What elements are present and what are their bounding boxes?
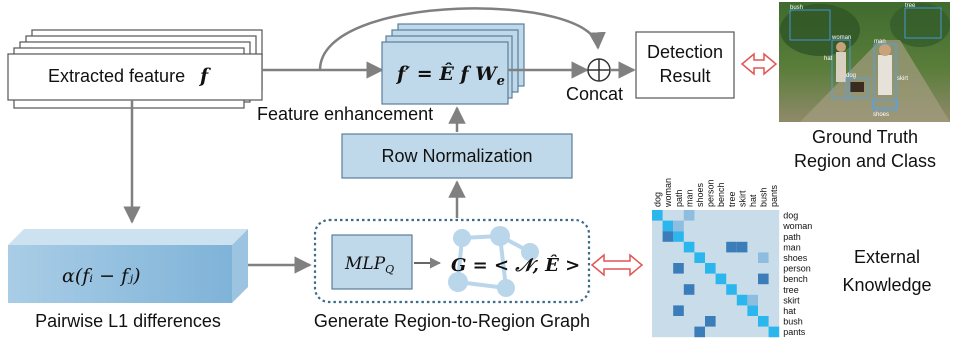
matrix-strong-cell	[736, 241, 748, 253]
matrix-column-label: dog	[653, 192, 663, 207]
photo-label-skirt: skirt	[897, 76, 908, 82]
ground-truth-line2: Region and Class	[794, 151, 936, 171]
matrix-column-label: path	[674, 189, 684, 207]
matrix-row-label: path	[783, 232, 801, 242]
matrix-diagonal-cell	[726, 284, 737, 295]
matrix-column-label: bench	[716, 182, 726, 207]
pairwise-differences-slab: α(fᵢ − fⱼ)	[8, 229, 248, 303]
photo-label-woman: woman	[831, 35, 851, 41]
matrix-strong-cell	[673, 263, 684, 274]
matrix-medium-cell	[758, 252, 769, 263]
matrix-column-label: shoes	[695, 182, 705, 207]
graph-nodes-illustration	[448, 226, 539, 297]
matrix-diagonal-cell	[683, 241, 695, 253]
matrix-row-label: pants	[783, 327, 806, 337]
extracted-feature-stack: Extracted feature f	[7, 29, 263, 109]
matrix-diagonal-cell	[715, 273, 727, 285]
photo-label-dog: dog	[846, 73, 856, 79]
matrix-row-label: bush	[783, 317, 803, 327]
graph-formula: G = < 𝒩, Ê >	[451, 253, 580, 276]
pairwise-formula: α(fᵢ − fⱼ)	[62, 265, 141, 287]
concat-label: Concat	[566, 84, 623, 104]
double-arrow-graph-knowledge	[590, 253, 644, 277]
photo-label-bush: bush	[790, 5, 803, 11]
matrix-column-label: skirt	[737, 190, 747, 207]
row-normalization-box: Row Normalization	[341, 133, 573, 179]
matrix-row-label: bench	[783, 274, 808, 284]
feature-enhancement-label: Feature enhancement	[257, 104, 433, 124]
extracted-feature-symbol: f	[198, 65, 211, 87]
matrix-column-label: bush	[759, 187, 769, 207]
matrix-diagonal-cell	[694, 252, 705, 263]
matrix-strong-cell	[662, 231, 674, 242]
matrix-strong-cell	[683, 284, 695, 295]
photo-label-hat: hat	[824, 56, 833, 62]
knowledge-matrix: dogdogwomanwomanpathpathmanmanshoesshoes…	[652, 178, 812, 338]
skip-connection-arrow	[318, 7, 606, 71]
matrix-medium-cell	[747, 294, 758, 306]
matrix-diagonal-cell	[705, 263, 716, 274]
matrix-strong-cell	[694, 326, 705, 338]
matrix-strong-cell	[758, 273, 769, 285]
matrix-column-label: hat	[748, 194, 758, 207]
ground-truth-line1: Ground Truth	[812, 127, 918, 147]
matrix-row-label: hat	[783, 306, 796, 316]
mlp-label: MLPQ	[344, 254, 394, 276]
matrix-column-label: woman	[663, 178, 673, 208]
matrix-row-label: tree	[783, 285, 799, 295]
row-normalization-label: Row Normalization	[381, 146, 532, 166]
photo-label-shoes: shoes	[873, 112, 889, 118]
matrix-diagonal-cell	[736, 294, 748, 306]
extracted-feature-label: Extracted feature	[48, 66, 185, 86]
detection-result-line1: Detection	[647, 42, 723, 62]
matrix-diagonal-cell	[747, 305, 758, 316]
external-knowledge-line2: Knowledge	[842, 275, 931, 295]
matrix-diagonal-cell	[662, 220, 674, 232]
matrix-column-label: person	[706, 179, 716, 207]
detection-result-box: Detection Result	[635, 31, 735, 99]
matrix-row-label: shoes	[783, 253, 808, 263]
graph-generation-box: MLPQ G = < 𝒩, Ê >	[313, 218, 591, 304]
matrix-column-label: man	[684, 189, 694, 207]
photo-label-man: man	[874, 39, 886, 45]
matrix-row-label: dog	[783, 211, 798, 221]
matrix-row-label: woman	[782, 221, 812, 231]
matrix-diagonal-cell	[768, 326, 780, 338]
enhanced-feature-formula: f′ = Ê f We	[395, 62, 505, 89]
double-arrow-detection-groundtruth	[740, 52, 778, 76]
photo-label-tree: tree	[905, 3, 916, 9]
external-knowledge-line1: External	[854, 247, 920, 267]
matrix-medium-cell	[673, 220, 684, 232]
matrix-column-label: pants	[769, 184, 779, 207]
circle-plus-icon	[587, 58, 611, 82]
pairwise-caption: Pairwise L1 differences	[35, 311, 221, 331]
matrix-strong-cell	[673, 305, 684, 316]
matrix-diagonal-cell	[673, 231, 684, 242]
matrix-row-label: man	[783, 242, 801, 252]
enhanced-feature-stack: f′ = Ê f We	[381, 23, 525, 105]
matrix-row-label: skirt	[783, 295, 800, 305]
matrix-row-label: person	[783, 264, 811, 274]
ground-truth-photo: woman man tree dog shoes bush hat skirt	[779, 2, 950, 122]
matrix-strong-cell	[726, 241, 737, 253]
matrix-diagonal-cell	[758, 316, 769, 327]
matrix-strong-cell	[705, 316, 716, 327]
matrix-medium-cell	[683, 210, 695, 221]
graph-generation-caption: Generate Region-to-Region Graph	[314, 311, 590, 331]
matrix-column-label: tree	[727, 191, 737, 207]
matrix-diagonal-cell	[652, 210, 663, 221]
detection-result-line2: Result	[659, 66, 710, 86]
